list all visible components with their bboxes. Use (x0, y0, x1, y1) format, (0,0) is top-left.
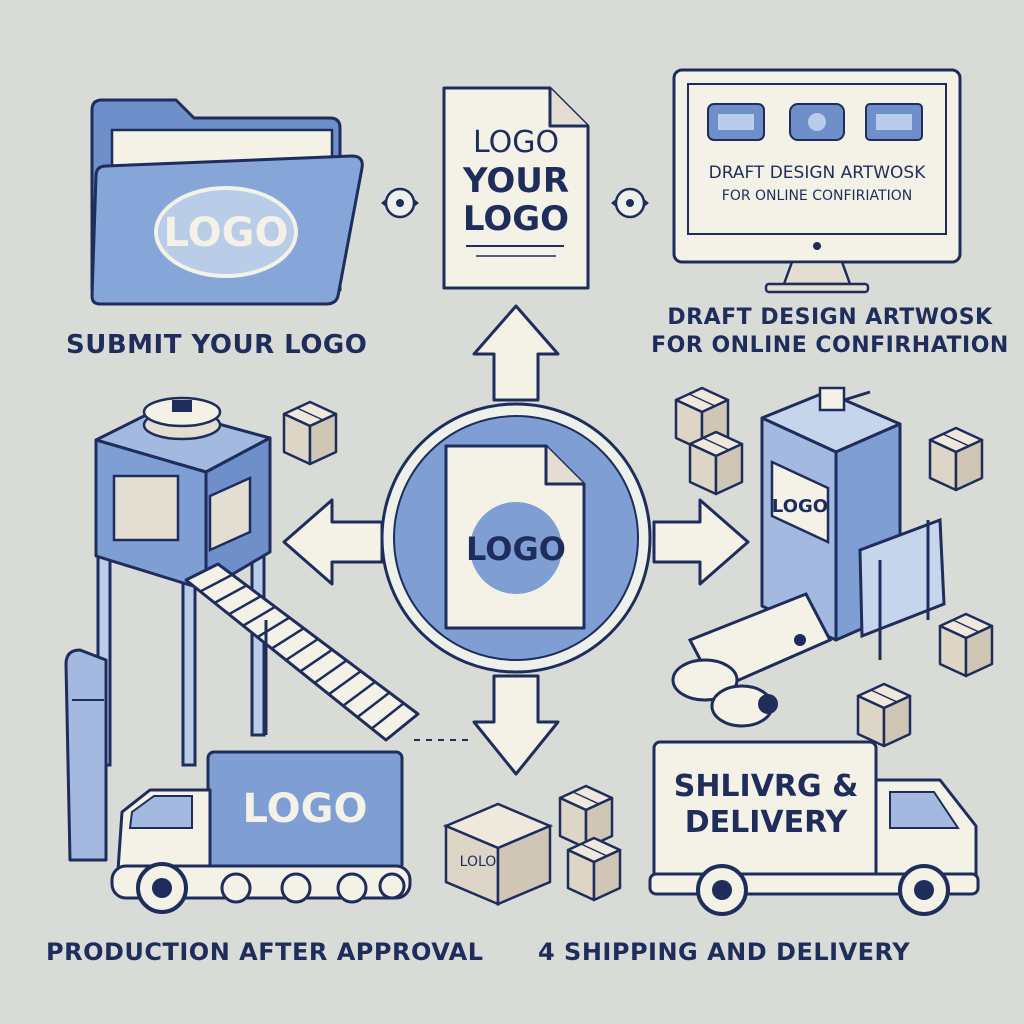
box-icon (566, 836, 622, 902)
machine-logo-text: LOGO (772, 496, 828, 517)
conveyor-slat (256, 616, 291, 639)
connector-dot-icon (611, 187, 649, 219)
conveyor-slat (342, 680, 376, 707)
monitor-text-line-2: FOR ONLINE CONFIRIATION (722, 188, 912, 204)
conveyor-slat (199, 573, 233, 593)
conveyor-slat (271, 627, 305, 650)
conveyor-slat (356, 691, 391, 719)
folder-logo-text: LOGO (164, 210, 289, 256)
conveyor-slat (242, 605, 276, 627)
conveyor-ramp (184, 562, 470, 742)
factory-tower-icon (64, 396, 272, 862)
production-truck-logo: LOGO (243, 786, 368, 832)
shipping-caption: 4 SHIPPING AND DELIVERY (538, 938, 911, 966)
box-label: LOLO (460, 854, 497, 870)
draft-caption-line-1: DRAFT DESIGN ARTWOSK (667, 305, 993, 330)
production-caption: PRODUCTION AFTER APPROVAL (46, 938, 484, 966)
shipping-truck-line-1: SHLIVRG & (674, 769, 859, 804)
conveyor-slat (299, 648, 333, 673)
box-icon (282, 400, 338, 466)
draft-caption-line-2: FOR ONLINE CONFIRHATION (651, 333, 1009, 358)
document-icon: LOGO YOUR LOGO (442, 86, 590, 290)
submit-caption: SUBMIT YOUR LOGO (66, 330, 368, 360)
box-icon (928, 426, 984, 492)
conveyor-slat (285, 637, 319, 662)
document-line-3: LOGO (463, 199, 569, 239)
conveyor-slat (228, 595, 262, 616)
folder-icon: LOGO (90, 98, 364, 306)
center-logo-hub: LOGO (380, 402, 652, 674)
box-icon (558, 784, 614, 850)
connector-dot-icon (381, 187, 419, 219)
monitor-text-line-1: DRAFT DESIGN ARTWOSK (709, 163, 927, 183)
document-line-1: LOGO (473, 125, 559, 160)
monitor-icon: DRAFT DESIGN ARTWOSK FOR ONLINE CONFIRIA… (672, 68, 962, 294)
arrow-icon (282, 304, 750, 776)
conveyor-slat (313, 659, 348, 684)
conveyor-slat (370, 702, 405, 730)
wheel-icon (696, 864, 950, 916)
conveyor-slat (213, 584, 248, 604)
center-logo-text: LOGO (466, 530, 566, 568)
draft-caption: DRAFT DESIGN ARTWOSK FOR ONLINE CONFIRHA… (650, 304, 1010, 360)
packaging-machine-icon: LOGO (671, 386, 946, 728)
wheel-icon (136, 862, 406, 914)
box-icon (688, 430, 744, 496)
document-line-2: YOUR (462, 161, 569, 201)
box-icon: LOLO (442, 802, 554, 906)
shipping-truck-line-2: DELIVERY (685, 805, 849, 840)
box-icon (938, 612, 994, 678)
truck-icon: SHLIVRG & DELIVERY (648, 740, 980, 916)
box-icon (856, 682, 912, 748)
truck-icon: LOGO (110, 750, 412, 914)
conveyor-slat (328, 670, 362, 696)
